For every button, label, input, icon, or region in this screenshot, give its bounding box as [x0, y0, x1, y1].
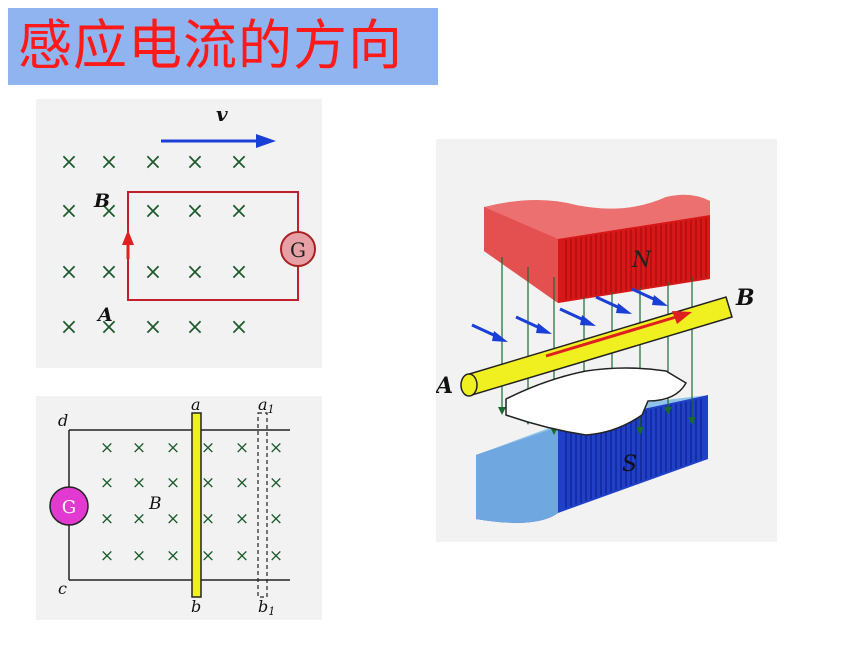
field-cross: × [132, 438, 146, 458]
velocity-arrowhead [536, 323, 552, 334]
label-b: b [191, 597, 201, 616]
field-cross: × [100, 315, 118, 340]
label-b1: b1 [258, 597, 275, 618]
field-cross: × [186, 199, 204, 224]
field-cross: × [235, 438, 249, 458]
field-cross: × [201, 473, 215, 493]
rod-end-a-label: A [436, 373, 453, 399]
field-cross: × [235, 473, 249, 493]
velocity-label: v [216, 102, 228, 126]
field-cross: × [60, 150, 78, 175]
field-crosses: × × × × × × × × × × × × × × × × × × × × × × × × [100, 438, 283, 566]
point-b-label: B [93, 190, 110, 212]
field-cross: × [269, 546, 283, 566]
label-field-b: B [148, 494, 162, 514]
field-cross: × [230, 315, 248, 340]
right-hand [505, 367, 688, 436]
rod-end-a [460, 373, 478, 397]
field-cross: × [60, 199, 78, 224]
velocity-arrowhead [492, 331, 508, 342]
field-cross: × [100, 438, 114, 458]
magnet-s-side [476, 427, 558, 523]
field-cross: × [166, 473, 180, 493]
field-cross: × [100, 546, 114, 566]
field-cross: × [60, 260, 78, 285]
field-cross: × [201, 509, 215, 529]
induced-current-arrow [545, 315, 677, 358]
field-cross: × [269, 473, 283, 493]
field-line-arrowhead [688, 417, 696, 425]
field-cross: × [100, 150, 118, 175]
field-cross: × [100, 509, 114, 529]
magnet-n-stripes [565, 217, 707, 300]
field-cross: × [269, 438, 283, 458]
field-crosses: × × × × × × × × × × × × × × × × × × × × [60, 150, 248, 340]
field-cross: × [230, 150, 248, 175]
galvanometer-label: G [62, 497, 76, 518]
magnet-n-side [484, 207, 558, 303]
title-banner: 感应电流的方向 [8, 8, 438, 85]
panel-background [36, 99, 322, 368]
field-cross: × [100, 260, 118, 285]
velocity-arrows [471, 287, 668, 342]
field-cross: × [269, 509, 283, 529]
field-cross: × [144, 260, 162, 285]
label-a1: a1 [258, 396, 275, 416]
field-cross: × [230, 260, 248, 285]
figure-right-hand-rule: N S A B [436, 139, 777, 542]
field-cross: × [235, 546, 249, 566]
current-arrowhead [122, 230, 134, 245]
field-cross: × [230, 199, 248, 224]
point-a-label: A [96, 304, 113, 326]
label-c: c [58, 579, 67, 598]
field-cross: × [132, 509, 146, 529]
figure-moving-loop: × × × × × × × × × × × × × × × × × × × × v G B A [36, 99, 322, 368]
velocity-arrowhead [580, 315, 596, 326]
field-cross: × [100, 473, 114, 493]
field-cross: × [166, 546, 180, 566]
field-cross: × [144, 315, 162, 340]
field-cross: × [132, 473, 146, 493]
field-cross: × [100, 199, 118, 224]
field-line-arrowhead [636, 427, 644, 435]
field-line-arrowhead [664, 407, 672, 415]
field-cross: × [235, 509, 249, 529]
conducting-loop [127, 191, 299, 301]
rod-ab [191, 412, 202, 598]
label-a: a [191, 396, 201, 414]
label-d: d [58, 411, 68, 430]
field-cross: × [201, 438, 215, 458]
galvanometer [49, 486, 89, 526]
field-line-arrowhead [498, 407, 506, 415]
field-cross: × [144, 199, 162, 224]
rod-a1b1 [257, 412, 268, 598]
galvanometer-label: G [290, 238, 306, 262]
velocity-arrowhead [256, 134, 276, 148]
galvanometer [280, 231, 316, 267]
induced-current-arrowhead [672, 311, 692, 324]
velocity-arrowhead [616, 303, 632, 314]
field-cross: × [186, 315, 204, 340]
pole-n-label: N [631, 248, 652, 273]
pole-s-label: S [622, 452, 637, 477]
field-cross: × [60, 315, 78, 340]
field-cross: × [186, 150, 204, 175]
rod-end-b-label: B [735, 285, 755, 311]
field-cross: × [132, 546, 146, 566]
field-cross: × [144, 150, 162, 175]
velocity-arrowhead [652, 295, 668, 306]
field-cross: × [186, 260, 204, 285]
figure-sliding-rod: × × × × × × × × × × × × × × × × × × × × × × × × G a a1 b b1 d c… [36, 396, 322, 620]
field-cross: × [166, 509, 180, 529]
page-title: 感应电流的方向 [18, 14, 403, 77]
field-cross: × [166, 438, 180, 458]
field-cross: × [201, 546, 215, 566]
